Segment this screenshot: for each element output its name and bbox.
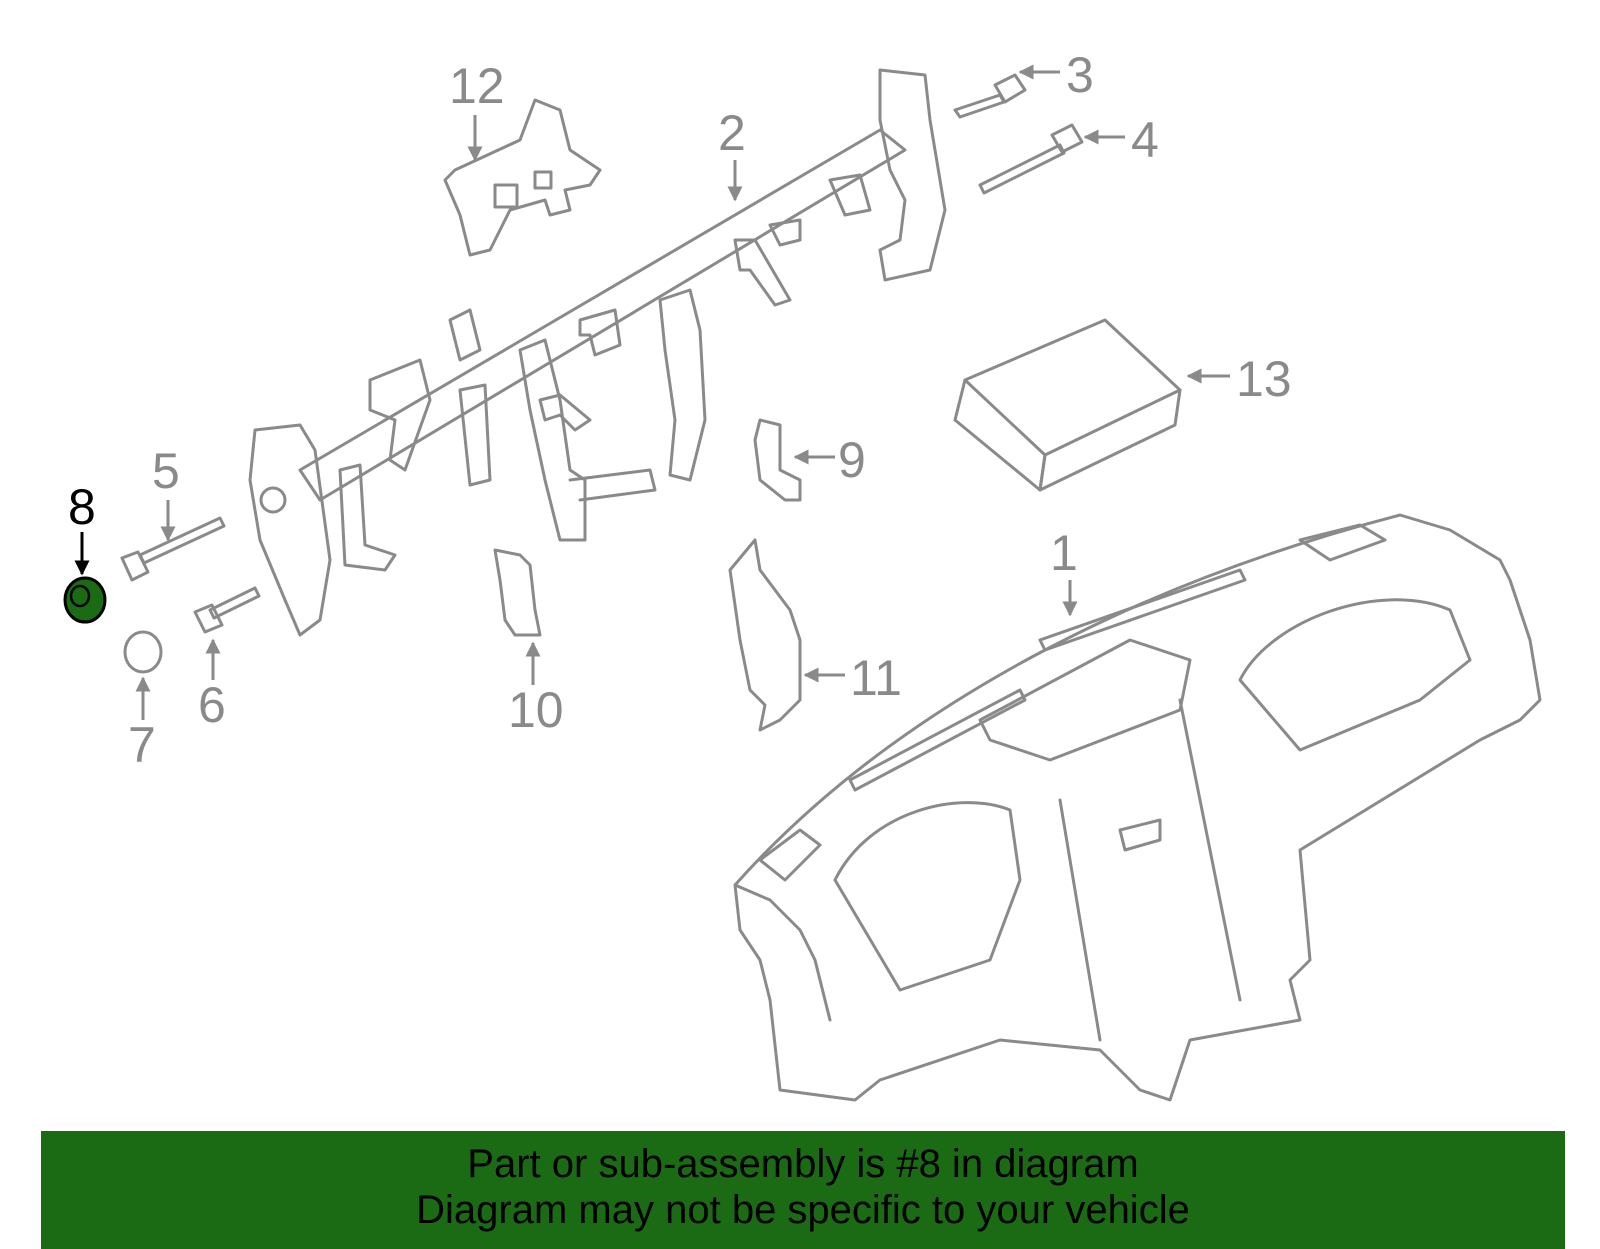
callout-12: 12 [449,58,505,114]
info-banner: Part or sub-assembly is #8 in diagram Di… [41,1131,1565,1249]
part-9-bracket[interactable] [753,418,802,502]
callout-7: 7 [128,717,156,773]
part-10-bracket[interactable] [493,548,542,637]
callout-13: 13 [1236,351,1292,407]
callout-2: 2 [718,105,746,161]
callout-10: 10 [508,682,564,738]
callout-8: 8 [68,479,96,535]
callout-11: 11 [850,650,902,706]
part-3-bolt[interactable] [953,73,1027,119]
part-4-bolt[interactable] [978,123,1084,195]
part-5-bolt[interactable] [120,516,226,582]
callout-9: 9 [838,432,866,488]
part-11-bracket[interactable] [728,538,802,732]
callout-4: 4 [1131,112,1159,168]
callout-3: 3 [1066,47,1094,103]
callout-arrows [74,64,1230,720]
callout-6: 6 [198,677,226,733]
part-7-cap[interactable] [123,630,163,674]
part-6-bolt[interactable] [193,586,261,634]
banner-line-2: Diagram may not be specific to your vehi… [416,1188,1190,1232]
part-12-bracket[interactable] [443,98,602,257]
callout-1: 1 [1050,525,1078,581]
part-1-instrument-panel[interactable] [733,513,1542,1102]
banner-line-1: Part or sub-assembly is #8 in diagram [467,1142,1139,1186]
callout-5: 5 [152,443,180,499]
part-8-nut-highlighted[interactable] [63,576,107,624]
part-2-crosscar-beam[interactable] [248,68,947,637]
part-13-module[interactable] [953,318,1182,492]
